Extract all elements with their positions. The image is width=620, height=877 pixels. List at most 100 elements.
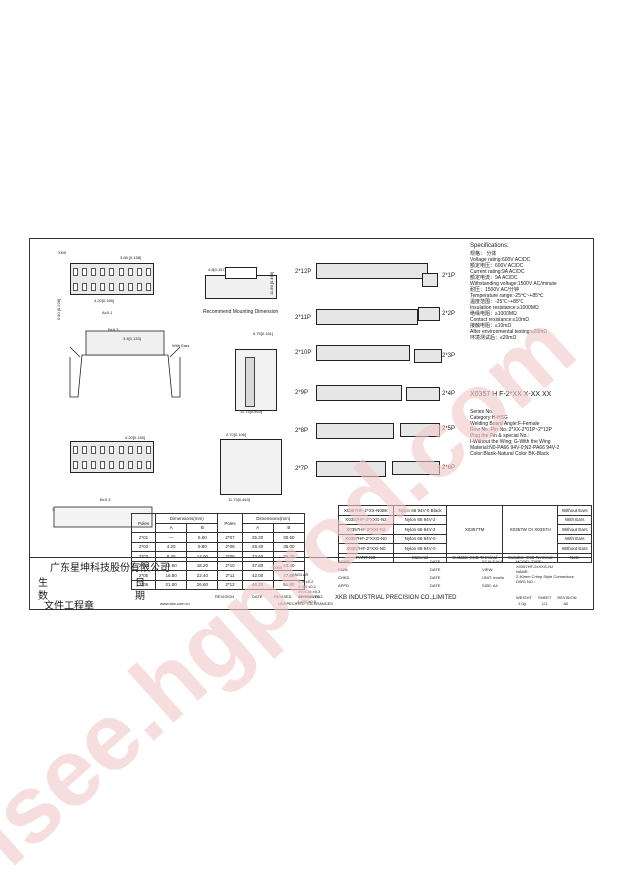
cell: 30.60 bbox=[272, 532, 306, 543]
cell: X0357HF-2*XXI-N0 bbox=[338, 543, 394, 554]
rev-approved: APPROVED bbox=[298, 594, 321, 599]
variant-right-2: 2*2P bbox=[442, 311, 456, 317]
variant-conn-7 bbox=[316, 461, 386, 477]
specs-title: Specifications: bbox=[470, 243, 509, 249]
model-info: MODEL TYPE: X0357HF-2xXXG-N2 NAME: 2.40m… bbox=[516, 559, 574, 584]
cell: 26.60 bbox=[186, 579, 219, 590]
label-sheng: 生 bbox=[38, 578, 48, 589]
mount-outline bbox=[205, 275, 277, 299]
variant-conn-3 bbox=[414, 349, 442, 363]
sheet-info: SCALE:N/A VIEW: UNIT: mm/in SIZE: A4 bbox=[482, 559, 504, 591]
dim-c1: 11.75[0.463] bbox=[240, 409, 262, 414]
dim-c2: 5.75[0.161] bbox=[253, 331, 274, 336]
dim-sub-a: A bbox=[155, 522, 188, 533]
size: SIZE: A4 bbox=[482, 583, 498, 588]
variant-left-5: 2*8P bbox=[295, 428, 309, 434]
cell: 9.80 bbox=[186, 541, 219, 552]
label-qi: 期 bbox=[135, 591, 145, 602]
weight-sheet-rev: WEIGHT SHEET REVISION bbox=[516, 595, 576, 600]
cell: 25.20 bbox=[241, 532, 274, 543]
tol-row: 16<L≤40 ±0.3 bbox=[298, 594, 323, 599]
variant-right-3: 2*3P bbox=[442, 353, 456, 359]
middle-side-body bbox=[235, 349, 277, 411]
cell: Nylon 66 94V-0 bbox=[392, 533, 448, 544]
cell: X0357HF-2*XXG-N2 bbox=[338, 514, 394, 525]
spec-line: Withstanding voltage:1500V AC/minute bbox=[470, 281, 557, 287]
spec-line: After environmental testing:≤20mΩ bbox=[470, 329, 548, 335]
spec-line: 温度范围：-25℃~+85℃ bbox=[470, 299, 524, 305]
cell: — bbox=[155, 532, 188, 543]
header-small-label: XKB bbox=[58, 250, 67, 255]
dim-sub-a2: A bbox=[241, 522, 274, 533]
cell: 4.20 bbox=[155, 541, 188, 552]
variant-conn-1 bbox=[422, 273, 438, 287]
cell: X0357HF-2*XXI-N2 bbox=[338, 524, 394, 535]
chinese-company-name: 广东星坤科技股份有限公司 bbox=[50, 563, 170, 574]
mount-tab bbox=[225, 267, 257, 279]
cell: 2*01 bbox=[130, 532, 157, 543]
dim-head-poles2: Poles bbox=[217, 513, 243, 533]
dim-bottom-b: B±0.3 bbox=[100, 497, 111, 502]
spec-line: 规格： 分体 bbox=[470, 251, 497, 257]
cell-terminal1: X0357TM bbox=[446, 505, 503, 554]
cell: Nylon 66 94V-2 bbox=[392, 524, 448, 535]
cell: X0357HF-2*XXG-N0 bbox=[338, 533, 394, 544]
sheet-label: SHEET bbox=[538, 595, 552, 600]
dim-side2: 2.70[0.106] bbox=[226, 432, 247, 437]
dim-w2: 4.8[0.157] bbox=[208, 267, 226, 272]
tol-row: L>40 ±0.5 bbox=[298, 599, 316, 604]
spec-line: 环境测试后：≤20mΩ bbox=[470, 335, 517, 341]
role-row: DSND bbox=[338, 559, 350, 564]
roles: DSND DWN CHKD APPD bbox=[338, 559, 349, 591]
revision-label: REVISION bbox=[557, 595, 577, 600]
tolerance-list: X.X ±0.2 X.XX ±0.1 4<L≤16 ±0.3 16<L≤40 ±… bbox=[298, 579, 323, 604]
spec-line: Insulation resistance:≥1000MΩ bbox=[470, 305, 539, 311]
variant-conn-12 bbox=[316, 263, 428, 279]
mount-title: Recommend Mounting Dimension bbox=[203, 309, 279, 315]
dim-b1: B±0.3 bbox=[108, 327, 119, 332]
dim-head-dims: Dimensions(mm) bbox=[155, 513, 219, 524]
rev-revised: REVISED bbox=[274, 594, 292, 599]
dates: DATE DATE DATE DATE bbox=[430, 559, 440, 591]
dim-side1: 11.75[0.463] bbox=[228, 497, 250, 502]
sheet-value: 1/1 bbox=[541, 601, 548, 606]
role-row: DWN bbox=[338, 567, 348, 572]
variant-conn-10 bbox=[316, 345, 410, 361]
cell: Without Ears bbox=[557, 524, 592, 535]
legend-line: Material:N0-PA66 94V-0;N2-PA66 94V-2 bbox=[470, 445, 560, 451]
spec-line: Current rating:9A AC/DC bbox=[470, 269, 525, 275]
dim-w1: 3.88 [0.158] bbox=[120, 255, 142, 260]
dim-b2: 3.4[0.133] bbox=[123, 336, 141, 341]
name-label: NAME: bbox=[516, 569, 529, 574]
dim-a: A±0.1 bbox=[102, 310, 113, 315]
view: VIEW: bbox=[482, 567, 494, 572]
variant-right-4: 2*4P bbox=[442, 391, 456, 397]
variant-conn-5 bbox=[400, 423, 440, 437]
cell-terminal2: X0357W Or X0357H bbox=[501, 505, 559, 554]
legend-line: Row No.-Pin No.:2*XX-2*01P~2*12P bbox=[470, 427, 552, 433]
bottom-side-body bbox=[220, 439, 282, 495]
label-ri: 日 bbox=[135, 578, 145, 589]
rev-label: REVISION bbox=[215, 594, 235, 599]
spec-line: 额定电流：9A AC/DC bbox=[470, 275, 518, 281]
ears-label: With Ears bbox=[172, 343, 190, 348]
variant-conn-2 bbox=[418, 307, 440, 321]
legend-line: Welding Board Angle:F-Female bbox=[470, 421, 540, 427]
legend-line: Series No. bbox=[470, 409, 494, 415]
part-code: X0357 H F-2*XX X-XX XX bbox=[470, 391, 552, 398]
bottom-front-connector bbox=[70, 441, 154, 473]
front-view-connector bbox=[70, 263, 154, 295]
rev-date: DATE bbox=[252, 594, 263, 599]
weight-value: 1.0g bbox=[518, 601, 526, 606]
cell: 2*07 bbox=[217, 532, 243, 543]
cell: 51.80 bbox=[272, 579, 306, 590]
spec-line: Temperature range:-25℃~+85℃ bbox=[470, 293, 544, 299]
weight-sheet-rev-values: 1.0g 1/1 A0 bbox=[518, 601, 568, 606]
tol-row: X.X ±0.2 bbox=[298, 579, 314, 584]
cell: 29.40 bbox=[241, 541, 274, 552]
variant-left-1: 2*12P bbox=[295, 269, 312, 275]
model-type-label: MODEL TYPE: bbox=[516, 559, 543, 564]
